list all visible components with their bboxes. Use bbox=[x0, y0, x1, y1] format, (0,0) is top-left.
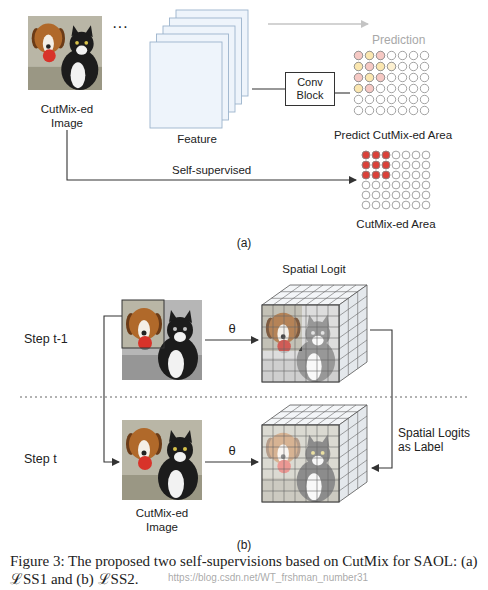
cutmix-area-grid bbox=[361, 150, 431, 210]
step-t-photo bbox=[122, 420, 202, 500]
cube-node: Spatial Logit bbox=[258, 262, 370, 384]
connector bbox=[335, 92, 350, 93]
text-label: θ bbox=[222, 322, 242, 336]
node-text: CutMix-ed Image bbox=[122, 506, 202, 534]
node-text: Spatial Logit bbox=[236, 262, 392, 276]
text-label: θ bbox=[222, 444, 242, 458]
node-text: Predict CutMix-ed Area bbox=[328, 128, 458, 142]
prediction-arrow bbox=[268, 24, 368, 25]
step-t-minus-1-photo bbox=[122, 300, 202, 380]
text-label: https://blog.csdn.net/WT_frshman_number3… bbox=[168, 571, 488, 585]
figure-caption: Figure 3: The proposed two self-supervis… bbox=[10, 552, 480, 588]
step-separator bbox=[20, 397, 468, 398]
edge-label: Self-supervised bbox=[170, 163, 253, 177]
grid-node: Predict CutMix-ed Area bbox=[350, 44, 436, 142]
predicted-area-grid bbox=[353, 50, 430, 116]
node-text: CutMix-ed Image bbox=[32, 102, 102, 130]
connector bbox=[252, 88, 285, 89]
text-label: (a) bbox=[224, 236, 264, 250]
input-photo bbox=[28, 16, 102, 90]
layout-arrows bbox=[104, 316, 392, 468]
feature-node: Feature bbox=[142, 8, 252, 146]
process-box: Conv Block bbox=[285, 72, 335, 106]
grid-node: CutMix-ed Area bbox=[356, 145, 436, 231]
text-label: Step t-1 bbox=[24, 332, 94, 346]
text-label: Prediction bbox=[372, 33, 452, 47]
text-label: (b) bbox=[224, 538, 264, 552]
node-text: Feature bbox=[120, 132, 274, 146]
image-node: CutMix-ed Image bbox=[112, 418, 212, 534]
text-label: Step t bbox=[24, 452, 94, 466]
node-text: Conv Block bbox=[286, 76, 334, 102]
node-text: CutMix-ed Area bbox=[334, 217, 458, 231]
spatial-logit-cube bbox=[262, 285, 367, 382]
image-node: CutMix-ed Image bbox=[22, 14, 112, 130]
text-label: ··· bbox=[106, 20, 134, 34]
step-t-cube bbox=[262, 405, 367, 502]
feature-stack bbox=[150, 10, 248, 128]
text-label: Spatial Logits as Label bbox=[398, 426, 480, 454]
connector bbox=[67, 130, 356, 180]
